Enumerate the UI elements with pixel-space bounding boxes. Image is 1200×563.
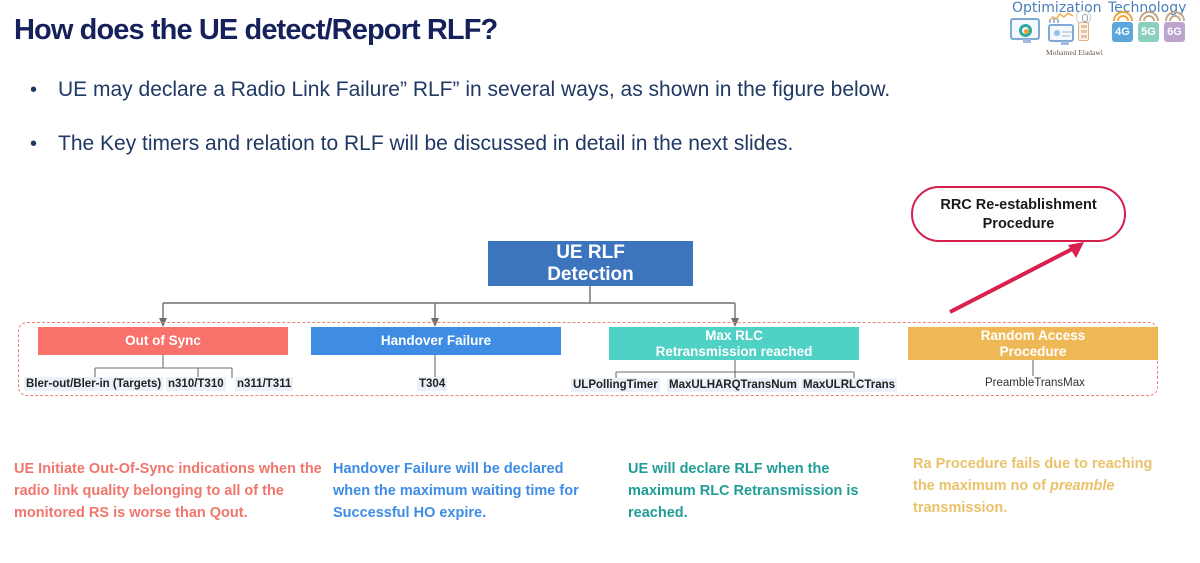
node-rrc-line1: RRC Re-establishment: [940, 197, 1097, 213]
leaf-bler-targets: Bler-out/Bler-in (Targets): [24, 377, 164, 391]
filmstrip-icon: [1078, 22, 1089, 41]
node-random-access-line1: Random Access: [980, 328, 1086, 343]
node-out-of-sync[interactable]: Out of Sync: [38, 327, 288, 355]
monitor-report-icon: [1048, 24, 1074, 45]
bullet-marker: •: [30, 79, 38, 101]
caption-handover-failure: Handover Failure will be declared when t…: [333, 461, 579, 521]
caption-ra-emphasis: preamble: [1049, 478, 1115, 494]
leaf-preamble-trans-max: PreambleTransMax: [983, 376, 1087, 390]
leaf-n311-t311: n311/T311: [235, 377, 294, 391]
leaf-ul-polling-timer: ULPollingTimer: [571, 378, 660, 392]
node-max-rlc-line2: Retransmission reached: [655, 344, 813, 359]
badge-5g: 5G: [1138, 22, 1159, 42]
node-max-rlc-retransmission[interactable]: Max RLC Retransmission reached: [609, 327, 859, 360]
node-random-access-procedure[interactable]: Random Access Procedure: [908, 327, 1158, 360]
caption-ra-after: transmission.: [913, 500, 1008, 516]
node-max-rlc-line1: Max RLC: [705, 328, 763, 343]
leaf-max-ul-rlc-trans: MaxULRLCTrans: [801, 378, 898, 392]
caption-max-rlc: UE will declare RLF when the maximum RLC…: [628, 461, 859, 521]
wifi-icon-6g: [1164, 10, 1185, 21]
node-random-access-line2: Procedure: [999, 344, 1067, 359]
caption-random-access: Ra Procedure fails due to reaching the m…: [913, 453, 1163, 519]
node-handover-failure[interactable]: Handover Failure: [311, 327, 561, 355]
leaf-t304: T304: [417, 377, 448, 391]
bullet-item-2: • The Key timers and relation to RLF will…: [30, 132, 793, 156]
page-title: How does the UE detect/Report RLF?: [14, 14, 498, 46]
logo-author-name: Mohamed Eladawi: [1046, 48, 1103, 57]
bullet-marker: •: [30, 133, 38, 155]
brand-logo: Optimization Technology 4G 5G: [998, 0, 1198, 64]
node-root-line2: Detection: [547, 264, 634, 285]
monitor-analytics-icon: [1010, 18, 1040, 43]
caption-ra-before: Ra Procedure fails due to reaching the m…: [913, 456, 1153, 494]
wifi-icon-5g: [1138, 10, 1159, 21]
wifi-icon-4g: [1112, 10, 1133, 21]
badge-6g: 6G: [1164, 22, 1185, 42]
bullet-text-1: UE may declare a Radio Link Failure” RLF…: [58, 78, 891, 101]
node-rrc-reestablishment-procedure[interactable]: RRC Re-establishment Procedure: [911, 186, 1126, 242]
bullet-item-1: • UE may declare a Radio Link Failure” RL…: [30, 78, 890, 102]
node-ue-rlf-detection[interactable]: UE RLF Detection: [488, 241, 693, 286]
node-root-line1: UE RLF: [556, 242, 625, 263]
caption-out-of-sync: UE Initiate Out-Of-Sync indications when…: [14, 461, 322, 521]
chart-spark-icon: [1048, 12, 1074, 23]
badge-4g: 4G: [1112, 22, 1133, 42]
bullet-text-2: The Key timers and relation to RLF will …: [58, 132, 794, 155]
leaf-max-ul-harq-trans-num: MaxULHARQTransNum: [667, 378, 799, 392]
logo-icon-group: 4G 5G 6G: [998, 10, 1198, 48]
node-rrc-line2: Procedure: [982, 216, 1055, 232]
leaf-n310-t310: n310/T310: [166, 377, 226, 391]
